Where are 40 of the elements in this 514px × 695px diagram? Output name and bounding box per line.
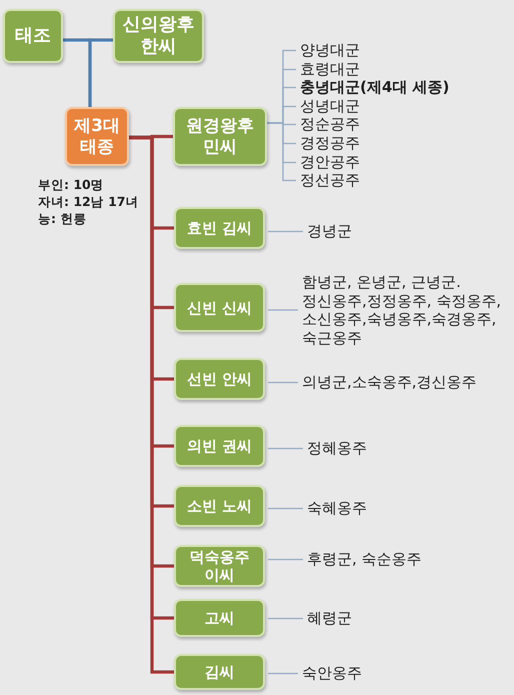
note-text: 자녀: 12남 17녀 xyxy=(38,194,138,210)
note-text: 능: 헌릉 xyxy=(38,211,86,227)
name-text: 혜령군 xyxy=(307,609,352,628)
name-box: 덕숙옹주 이씨 xyxy=(174,545,265,587)
name-box: 신의왕후 한씨 xyxy=(113,9,204,63)
name-text: 경정공주 xyxy=(300,134,360,152)
name-text: 효령대군 xyxy=(300,60,360,78)
connector-line xyxy=(268,508,303,510)
name-box: 소빈 노씨 xyxy=(174,485,265,527)
connector-line xyxy=(268,309,298,311)
connector-line xyxy=(268,230,303,232)
name-text: 정선공주 xyxy=(300,171,360,190)
note-text: 부인: 10명 xyxy=(38,177,104,193)
name-box: 선빈 안씨 xyxy=(174,358,265,400)
name-box: 의빈 권씨 xyxy=(174,425,265,467)
name-text: 충녕대군(제4대 세종) xyxy=(300,78,450,97)
name-text: 정혜옹주 xyxy=(307,439,367,458)
name-text: 숙혜옹주 xyxy=(307,499,367,518)
name-text: 후령군, 숙순옹주 xyxy=(307,550,422,568)
connector-line xyxy=(268,382,298,384)
name-text: 경녕군 xyxy=(307,222,352,240)
name-box: 고씨 xyxy=(174,599,265,637)
connector-line xyxy=(268,618,303,620)
name-text: 성녕대군 xyxy=(300,96,360,116)
name-text: 함녕군, 온녕군, 근녕군. 정신옹주,정정옹주, 숙정옹주, 소신옹주,숙녕옹주,숙경옹주, 숙근옹주 xyxy=(302,273,510,347)
name-text: 숙안옹주 xyxy=(302,664,362,682)
name-box: 태조 xyxy=(3,9,63,63)
name-box: 제3대 태종 xyxy=(65,107,129,166)
connector-line xyxy=(88,38,113,107)
name-text: 정순공주 xyxy=(300,115,360,134)
name-box: 김씨 xyxy=(174,654,265,690)
name-text: 양녕대군 xyxy=(300,41,360,60)
name-box: 신빈 신씨 xyxy=(174,283,265,332)
connector-line xyxy=(268,448,303,450)
name-text: 경안공주 xyxy=(300,152,360,172)
name-text: 의녕군,소숙옹주,경신옹주 xyxy=(302,373,477,392)
connector-line xyxy=(268,672,298,674)
name-box: 효빈 김씨 xyxy=(174,207,265,249)
connector-line xyxy=(268,558,303,560)
name-box: 원경왕후 민씨 xyxy=(173,107,267,166)
